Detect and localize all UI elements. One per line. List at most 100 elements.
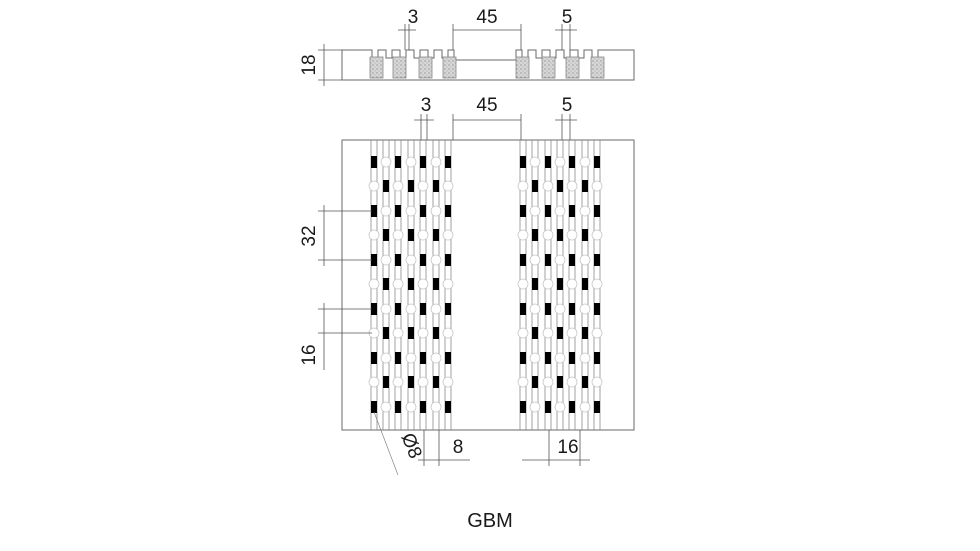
- side-dim-slot-label: 3: [408, 7, 419, 28]
- hole-circle: [591, 229, 603, 241]
- plan-dim-gap-label: 45: [476, 95, 497, 116]
- hole-circle: [430, 254, 442, 266]
- hole-circle: [566, 229, 578, 241]
- plan-dim-spacing-right: 16: [522, 430, 590, 466]
- hole-circle: [517, 278, 529, 290]
- hole-circle: [579, 352, 591, 364]
- stud-mark: [395, 156, 401, 168]
- stud-mark: [545, 303, 551, 315]
- stud-mark: [383, 229, 389, 241]
- hole-circle: [430, 352, 442, 364]
- hole-circle: [368, 376, 380, 388]
- hole-circle: [430, 156, 442, 168]
- side-view: 3 45 5 18: [299, 7, 635, 86]
- stud-mark: [395, 205, 401, 217]
- stud-mark: [557, 180, 563, 192]
- stud-mark: [594, 401, 600, 413]
- hole-circle: [579, 156, 591, 168]
- stud-mark: [420, 156, 426, 168]
- hole-circle: [579, 205, 591, 217]
- hole-circle: [566, 327, 578, 339]
- stud-mark: [594, 352, 600, 364]
- stud-mark: [545, 156, 551, 168]
- insert-block: [590, 56, 605, 79]
- hole-circle: [529, 401, 541, 413]
- plan-dim-slot: 3: [414, 95, 434, 140]
- insert-block: [369, 56, 384, 79]
- stud-mark: [371, 401, 377, 413]
- hole-circle: [380, 205, 392, 217]
- hole-circle: [392, 327, 404, 339]
- stud-mark: [557, 376, 563, 388]
- plan-studs: [371, 156, 600, 413]
- stud-mark: [445, 303, 451, 315]
- hole-circle: [430, 401, 442, 413]
- plan-dim-spacing-right-label: 16: [557, 437, 578, 458]
- hole-circle: [380, 156, 392, 168]
- stud-mark: [569, 156, 575, 168]
- hole-circle: [566, 376, 578, 388]
- stud-mark: [582, 327, 588, 339]
- stud-mark: [582, 180, 588, 192]
- stud-mark: [383, 327, 389, 339]
- side-dim-pitch-label: 5: [562, 7, 573, 28]
- stud-mark: [445, 352, 451, 364]
- stud-mark: [420, 303, 426, 315]
- hole-circle: [554, 205, 566, 217]
- hole-circle: [442, 229, 454, 241]
- hole-circle: [442, 180, 454, 192]
- plan-holes: [368, 156, 603, 413]
- hole-circle: [566, 180, 578, 192]
- stud-mark: [569, 303, 575, 315]
- stud-mark: [383, 278, 389, 290]
- drawing-title: GBM: [467, 510, 513, 532]
- hole-circle: [417, 278, 429, 290]
- side-inserts: [369, 56, 605, 79]
- stud-mark: [520, 254, 526, 266]
- stud-mark: [545, 352, 551, 364]
- hole-circle: [405, 352, 417, 364]
- stud-mark: [395, 303, 401, 315]
- plan-dim-slot-label: 3: [421, 95, 432, 116]
- plan-dim-stud-pitch-long-label: 32: [299, 225, 320, 246]
- stud-mark: [532, 327, 538, 339]
- hole-circle: [380, 303, 392, 315]
- hole-circle: [554, 401, 566, 413]
- stud-mark: [532, 278, 538, 290]
- hole-circle: [405, 303, 417, 315]
- hole-circle: [566, 278, 578, 290]
- hole-circle: [368, 180, 380, 192]
- stud-mark: [408, 376, 414, 388]
- stud-mark: [395, 352, 401, 364]
- stud-mark: [520, 205, 526, 217]
- hole-circle: [380, 352, 392, 364]
- hole-circle: [417, 180, 429, 192]
- plan-view: 3 45 5 32 16 Ø8: [299, 95, 635, 476]
- hole-circle: [392, 376, 404, 388]
- hole-circle: [517, 229, 529, 241]
- stud-mark: [383, 180, 389, 192]
- side-dim-gap: 45: [452, 7, 522, 50]
- hole-circle: [591, 327, 603, 339]
- stud-mark: [532, 229, 538, 241]
- stud-mark: [594, 303, 600, 315]
- hole-circle: [579, 254, 591, 266]
- hole-circle: [591, 376, 603, 388]
- stud-mark: [594, 205, 600, 217]
- side-dim-thickness: 18: [299, 44, 342, 86]
- side-dim-pitch: 5: [555, 7, 577, 50]
- stud-mark: [557, 229, 563, 241]
- hole-circle: [579, 303, 591, 315]
- insert-block: [541, 56, 556, 79]
- stud-mark: [569, 205, 575, 217]
- hole-circle: [579, 401, 591, 413]
- insert-block: [442, 56, 457, 79]
- side-dim-gap-label: 45: [476, 7, 497, 28]
- stud-mark: [569, 254, 575, 266]
- side-dim-thickness-label: 18: [299, 54, 320, 75]
- plan-dim-stud-pitch-short: 16: [299, 303, 372, 370]
- hole-circle: [430, 303, 442, 315]
- hole-circle: [554, 254, 566, 266]
- stud-mark: [445, 254, 451, 266]
- hole-circle: [542, 180, 554, 192]
